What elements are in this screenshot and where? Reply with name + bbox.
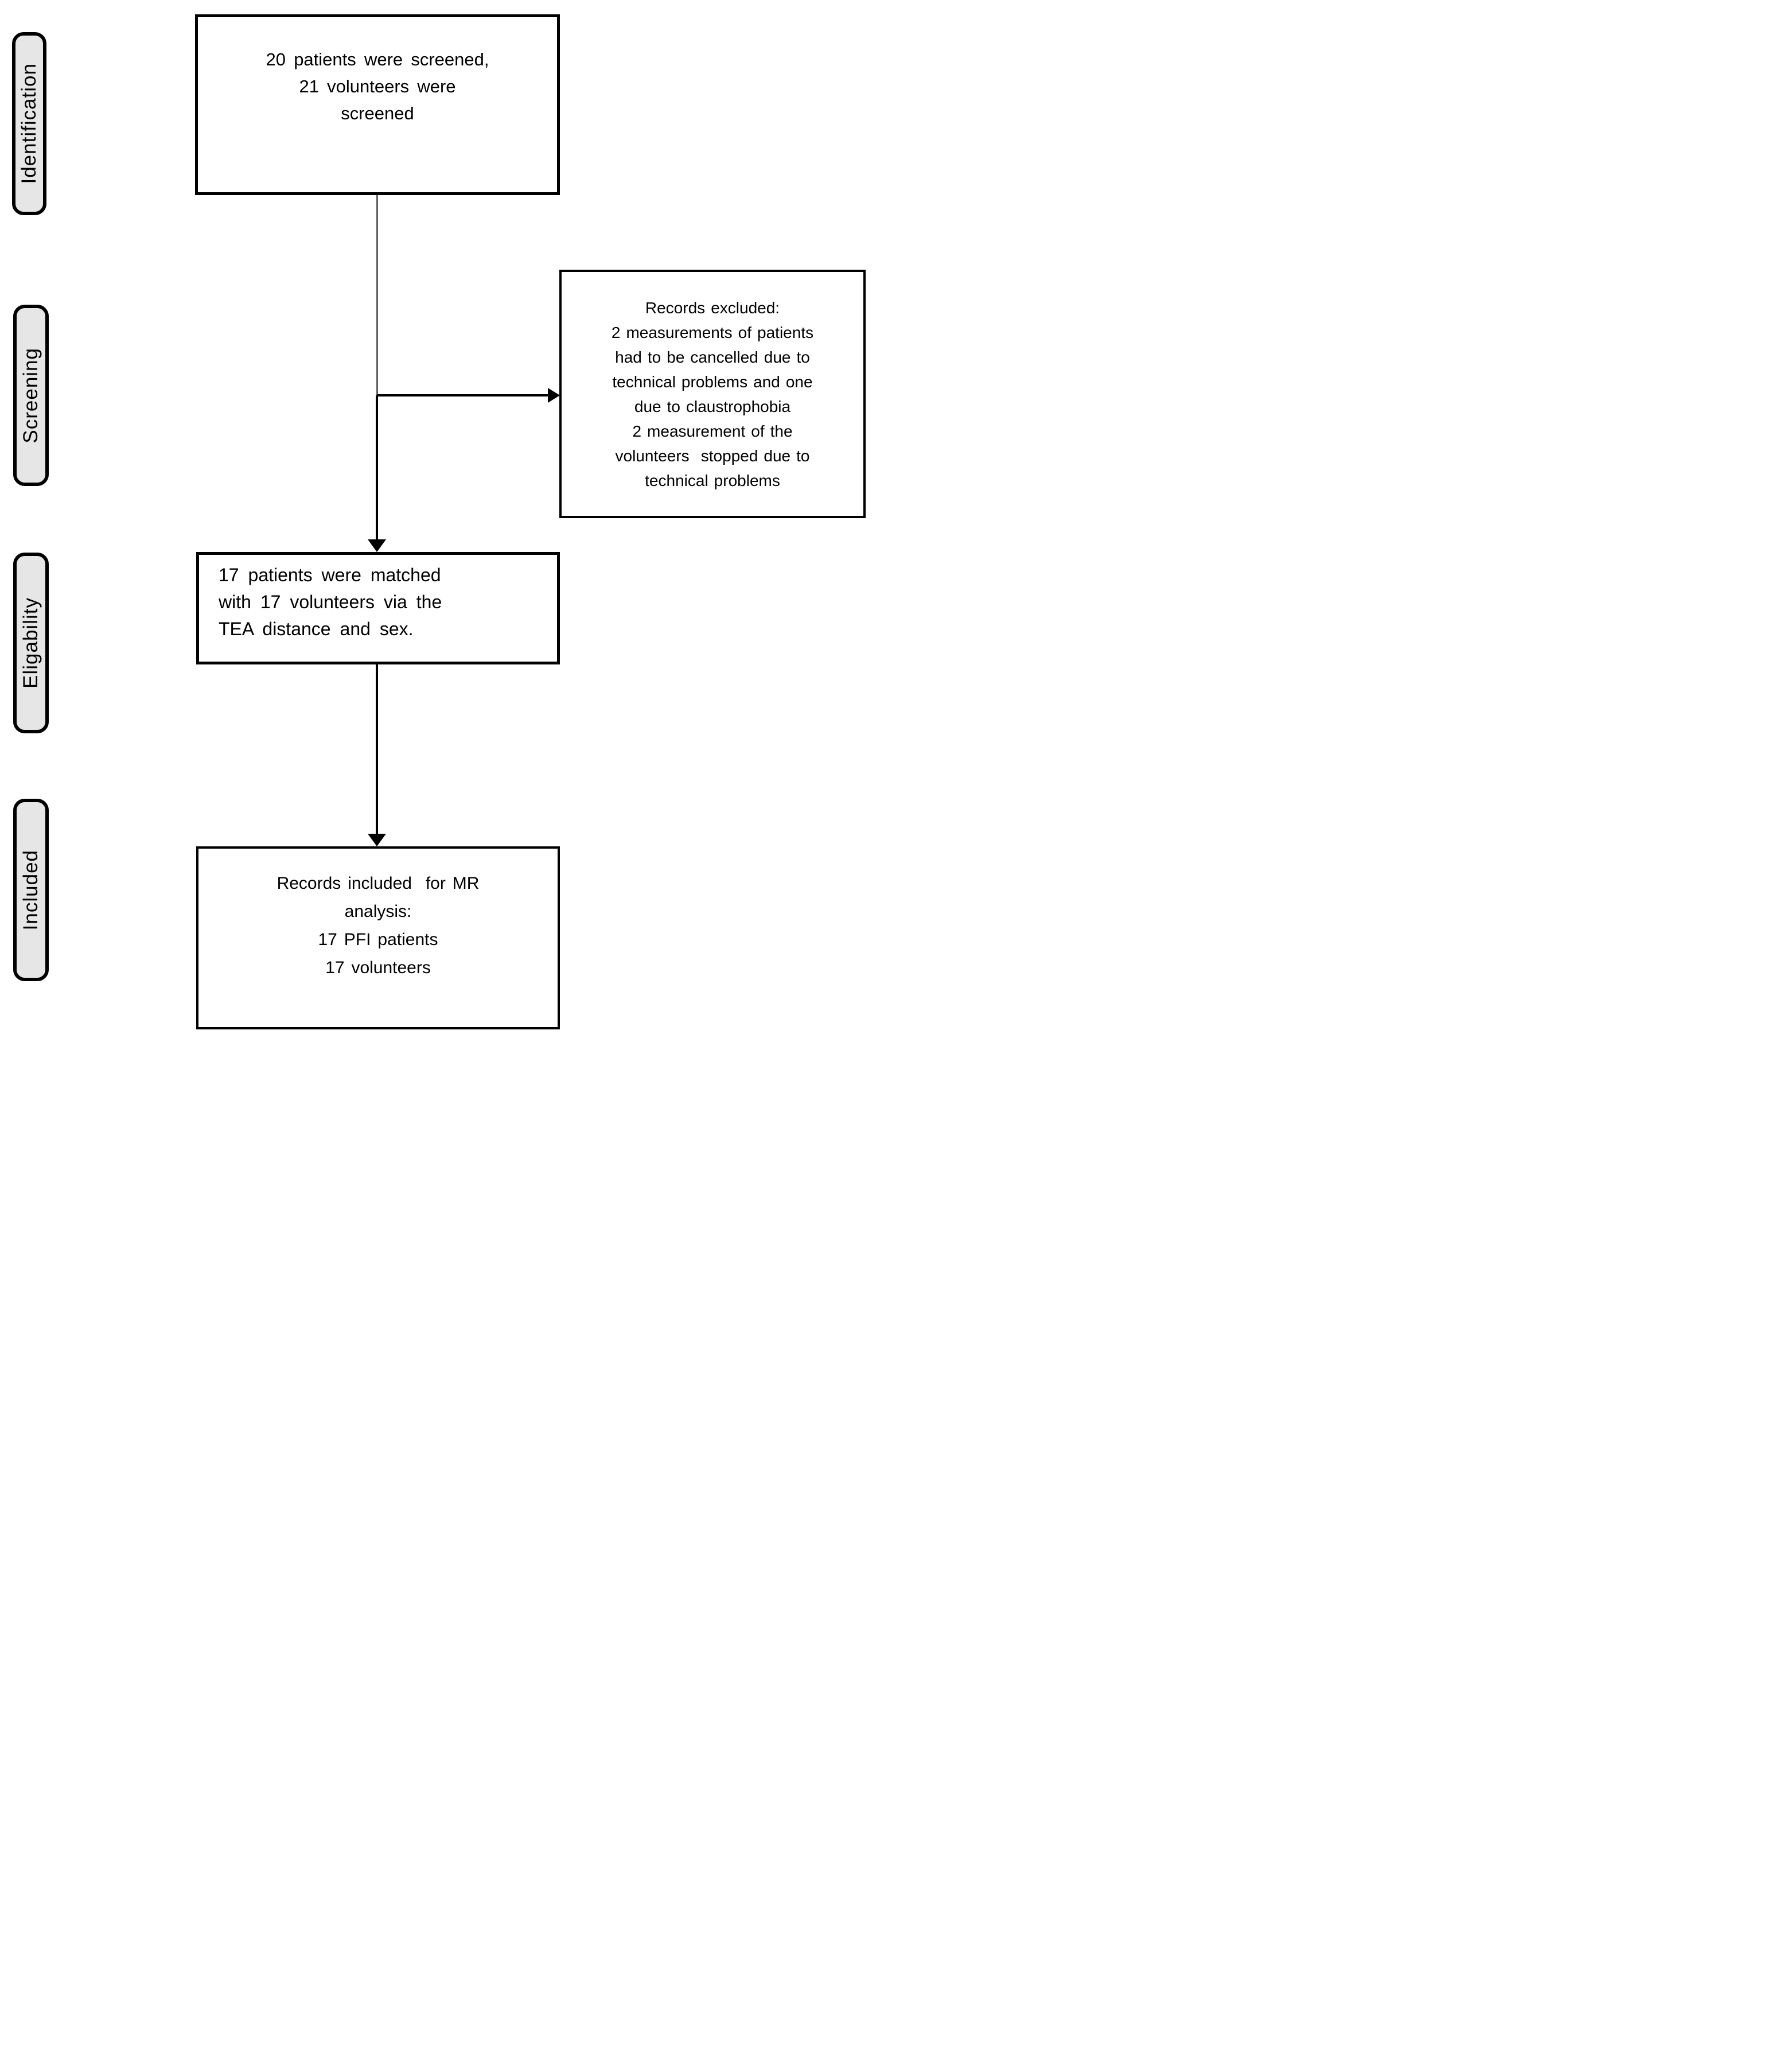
- box-mr-line-1: Records included for MR: [277, 874, 480, 893]
- box-matched-line-3: TEA distance and sex.: [219, 619, 414, 639]
- connector-screened-to-junction: [376, 195, 378, 395]
- box-screened: 20 patients were screened, 21 volunteers…: [195, 14, 560, 195]
- box-screened-line-1: 20 patients were screened,: [266, 49, 489, 69]
- box-mr-line-2: analysis:: [344, 902, 412, 921]
- connector-junction-to-excluded: [377, 394, 550, 396]
- stage-pill-identification: Identification: [12, 32, 46, 215]
- box-screened-text: 20 patients were screened, 21 volunteers…: [198, 17, 557, 127]
- box-matched: 17 patients were matched with 17 volunte…: [196, 552, 560, 664]
- box-mr-line-3: 17 PFI patients: [318, 930, 438, 949]
- box-records-included: Records included for MR analysis: 17 PFI…: [196, 846, 560, 1029]
- down-arrowhead-matched-icon: [368, 539, 386, 552]
- box-excluded-line-5: due to claustrophobia: [634, 397, 791, 415]
- box-records-included-text: Records included for MR analysis: 17 PFI…: [198, 849, 558, 982]
- connector-junction-to-matched: [376, 395, 378, 540]
- box-excluded-line-6: 2 measurement of the: [632, 422, 793, 440]
- down-arrowhead-included-icon: [368, 834, 386, 846]
- stage-label-identification: Identification: [18, 63, 40, 184]
- stage-pill-screening: Screening: [13, 305, 49, 486]
- box-matched-text: 17 patients were matched with 17 volunte…: [199, 555, 557, 643]
- stage-label-screening: Screening: [20, 347, 42, 444]
- stage-label-included: Included: [20, 849, 42, 931]
- box-records-excluded: Records excluded: 2 measurements of pati…: [559, 270, 866, 518]
- box-matched-line-1: 17 patients were matched: [219, 565, 441, 585]
- box-excluded-line-1: Records excluded:: [645, 298, 780, 317]
- study-flow-diagram: Identification Screening Eligability Inc…: [0, 0, 884, 1036]
- right-arrowhead-icon: [548, 388, 560, 403]
- box-excluded-line-8: technical problems: [645, 471, 780, 489]
- box-screened-line-3: screened: [341, 103, 414, 123]
- stage-label-eligability: Eligability: [20, 597, 42, 689]
- box-mr-line-4: 17 volunteers: [325, 958, 431, 977]
- box-excluded-line-2: 2 measurements of patients: [611, 323, 814, 341]
- box-excluded-line-7: volunteers stopped due to: [615, 446, 810, 465]
- box-excluded-line-3: had to be cancelled due to: [615, 348, 810, 366]
- box-records-excluded-text: Records excluded: 2 measurements of pati…: [612, 296, 813, 493]
- box-screened-line-2: 21 volunteers were: [299, 76, 456, 96]
- box-excluded-line-4: technical problems and one: [612, 372, 813, 391]
- stage-pill-included: Included: [13, 799, 49, 981]
- box-matched-line-2: with 17 volunteers via the: [219, 592, 442, 612]
- connector-matched-to-included: [376, 664, 378, 834]
- stage-pill-eligability: Eligability: [13, 553, 49, 733]
